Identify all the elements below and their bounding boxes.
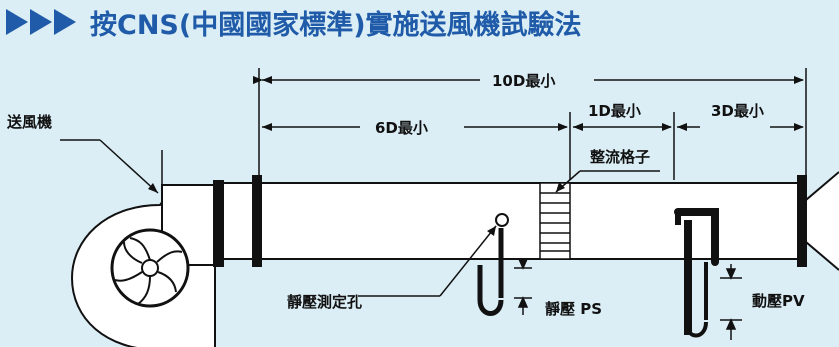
- outlet-nozzle: [805, 171, 839, 271]
- fan: [70, 150, 224, 347]
- arrow-icon: [54, 9, 76, 35]
- arrow-icon: [30, 9, 52, 35]
- downstream-length-label: 3D最小: [711, 102, 764, 120]
- title-arrows: [6, 9, 76, 35]
- dimension-lines: [253, 68, 807, 180]
- total-length-label: 10D最小: [492, 72, 556, 90]
- fan-blades: [114, 237, 183, 305]
- arrow-icon: [6, 9, 28, 35]
- fan-label: 送風機: [7, 113, 53, 131]
- page-title: 按CNS(中國國家標準)實施送風機試驗法: [90, 9, 582, 41]
- ps-indicator: [514, 258, 532, 315]
- flow-straightener: [539, 182, 571, 260]
- straightener-length-label: 1D最小: [588, 102, 641, 120]
- static-hole-label: 靜壓測定孔: [287, 293, 363, 311]
- dynamic-pressure-label: 動壓PV: [752, 292, 805, 310]
- title-bar: 按CNS(中國國家標準)實施送風機試驗法: [0, 0, 839, 44]
- static-manometer: [477, 228, 504, 316]
- upstream-length-label: 6D最小: [375, 119, 428, 137]
- duct: [222, 175, 807, 267]
- static-pressure-label: 靜壓 PS: [545, 300, 603, 318]
- straightener-label: 整流格子: [590, 148, 651, 166]
- dim-arrowheads: [262, 76, 687, 131]
- pv-indicator: [720, 264, 742, 340]
- dynamic-manometer: [684, 262, 708, 338]
- static-hole: [495, 213, 509, 227]
